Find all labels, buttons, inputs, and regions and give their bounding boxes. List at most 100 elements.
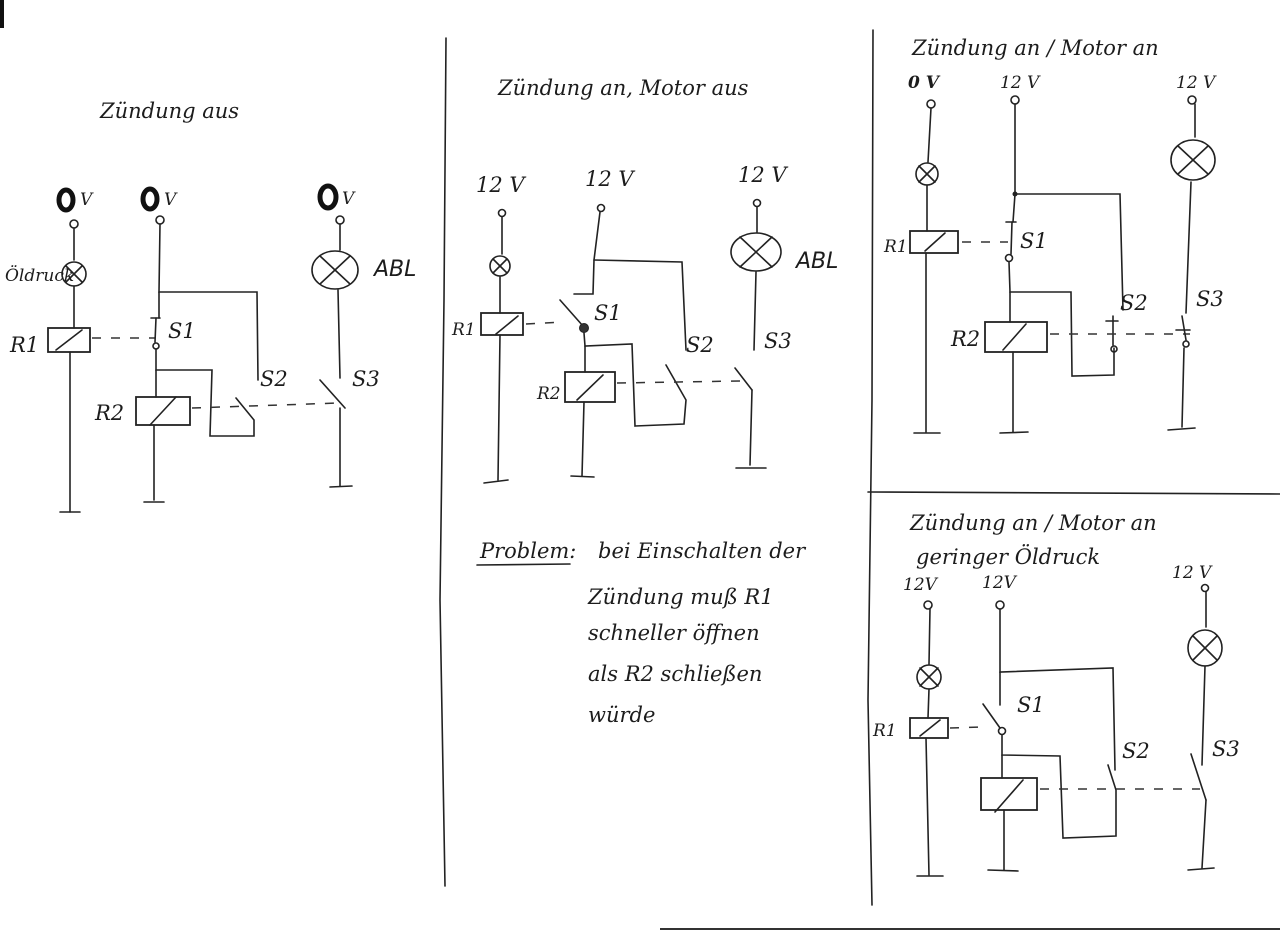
wire	[753, 271, 757, 351]
panel-title: Zündung an / Motor an	[911, 36, 1159, 60]
wire	[749, 389, 753, 466]
relay-coil-icon	[980, 777, 1038, 813]
relay-label: R1	[872, 721, 897, 741]
wire	[158, 223, 259, 381]
mechanical-link	[949, 726, 981, 729]
wire	[1201, 665, 1206, 766]
zero-volt-mark	[56, 187, 76, 213]
terminal-icon	[1010, 95, 1020, 105]
relay-coil-icon	[480, 312, 524, 336]
wire	[927, 688, 930, 719]
switch-label: S1	[594, 301, 622, 325]
panel-title: Zündung aus	[99, 99, 239, 123]
supply-label: 12 V	[1172, 563, 1213, 583]
terminal-icon	[497, 208, 507, 218]
volt-unit: V	[80, 190, 94, 210]
wire	[1185, 181, 1192, 314]
terminal-icon	[1110, 345, 1118, 353]
wire	[999, 608, 1116, 771]
note-line: würde	[588, 703, 655, 727]
terminal-icon	[1004, 253, 1014, 263]
supply-label: 12V	[903, 575, 939, 595]
wire	[1201, 799, 1207, 869]
panel-zundung-an-motor-aus: Zündung an, Motor aus 12 V R1 12 V S1 R2	[451, 76, 838, 484]
switch-s3	[734, 367, 753, 391]
terminal-icon	[997, 726, 1007, 736]
zero-volt-mark	[140, 186, 160, 212]
wire	[573, 211, 601, 295]
panel-title: Zündung an / Motor an	[909, 511, 1157, 535]
lamp-icon	[915, 162, 939, 186]
terminal-icon	[923, 600, 933, 610]
switch-label: S2	[686, 333, 714, 357]
note-line: als R2 schließen	[588, 662, 762, 686]
lamp-label-oldruck: Öldruck	[5, 265, 74, 286]
volt-unit: V	[164, 190, 178, 210]
divider-right	[867, 29, 874, 906]
ground-icon	[329, 485, 353, 488]
relay-coil-icon	[47, 327, 91, 353]
terminal-icon	[1200, 583, 1210, 593]
terminal-icon	[335, 215, 345, 225]
supply-label: 12V	[982, 573, 1018, 593]
ground-icon	[1187, 867, 1215, 871]
switch-s1	[154, 317, 157, 343]
relay-coil-icon	[564, 371, 616, 403]
panel-title: Zündung an, Motor aus	[497, 76, 749, 100]
wire	[581, 401, 585, 477]
lamp-label-abl: ABL	[372, 257, 416, 282]
supply-label: 0 V	[908, 73, 941, 93]
lamp-icon	[311, 250, 359, 290]
panel-geringer-oldruck: Zündung an / Motor an geringer Öldruck 1…	[872, 511, 1240, 877]
mechanical-link	[616, 380, 741, 384]
volt-unit: V	[342, 189, 356, 209]
switch-s3	[1190, 753, 1207, 801]
wire	[155, 348, 255, 437]
switch-label: S1	[1020, 229, 1048, 253]
switch-label: S1	[1017, 693, 1045, 717]
wire	[1001, 734, 1117, 839]
switch-label: S3	[764, 329, 792, 353]
wire	[1008, 261, 1115, 377]
ground-icon	[999, 431, 1029, 434]
scan-edge-mark	[0, 0, 4, 28]
wire	[593, 259, 687, 351]
switch-label: S3	[1212, 737, 1240, 761]
ground-icon	[1167, 427, 1196, 431]
lamp-icon	[1170, 139, 1216, 181]
panel-subtitle: geringer Öldruck	[916, 544, 1100, 569]
wire	[1181, 347, 1185, 428]
wire	[928, 608, 931, 665]
switch-label: S3	[352, 367, 380, 391]
lamp-icon	[916, 664, 942, 690]
switch-s1	[1010, 221, 1013, 255]
relay-label: R2	[94, 401, 124, 425]
note-line: schneller öffnen	[588, 621, 760, 645]
note-heading: Problem:	[479, 539, 576, 563]
supply-label: 12 V	[1176, 73, 1217, 93]
ground-icon	[987, 869, 1019, 872]
wire	[497, 334, 501, 481]
lamp-icon	[730, 232, 782, 272]
switch-s3	[1181, 315, 1187, 341]
terminal-icon	[995, 600, 1005, 610]
switch-label: S2	[260, 367, 288, 391]
relay-coil-icon	[984, 321, 1048, 353]
switch-s1	[559, 299, 584, 327]
terminal-icon	[752, 198, 762, 208]
terminal-icon	[69, 219, 79, 229]
supply-label: 12 V	[585, 167, 635, 191]
relay-label: R1	[883, 237, 908, 257]
terminal-icon	[155, 215, 165, 225]
switch-label: S2	[1120, 291, 1148, 315]
terminal-icon	[1182, 340, 1190, 348]
relay-label: R2	[950, 327, 980, 351]
problem-note: Problem: bei Einschalten der Zündung muß…	[476, 539, 807, 727]
lamp-icon	[489, 255, 511, 277]
switch-s1	[982, 703, 1001, 729]
relay-coil-icon	[909, 230, 959, 254]
relay-coil-icon	[909, 717, 949, 739]
note-underline	[476, 563, 571, 566]
zero-volt-mark	[317, 183, 339, 211]
